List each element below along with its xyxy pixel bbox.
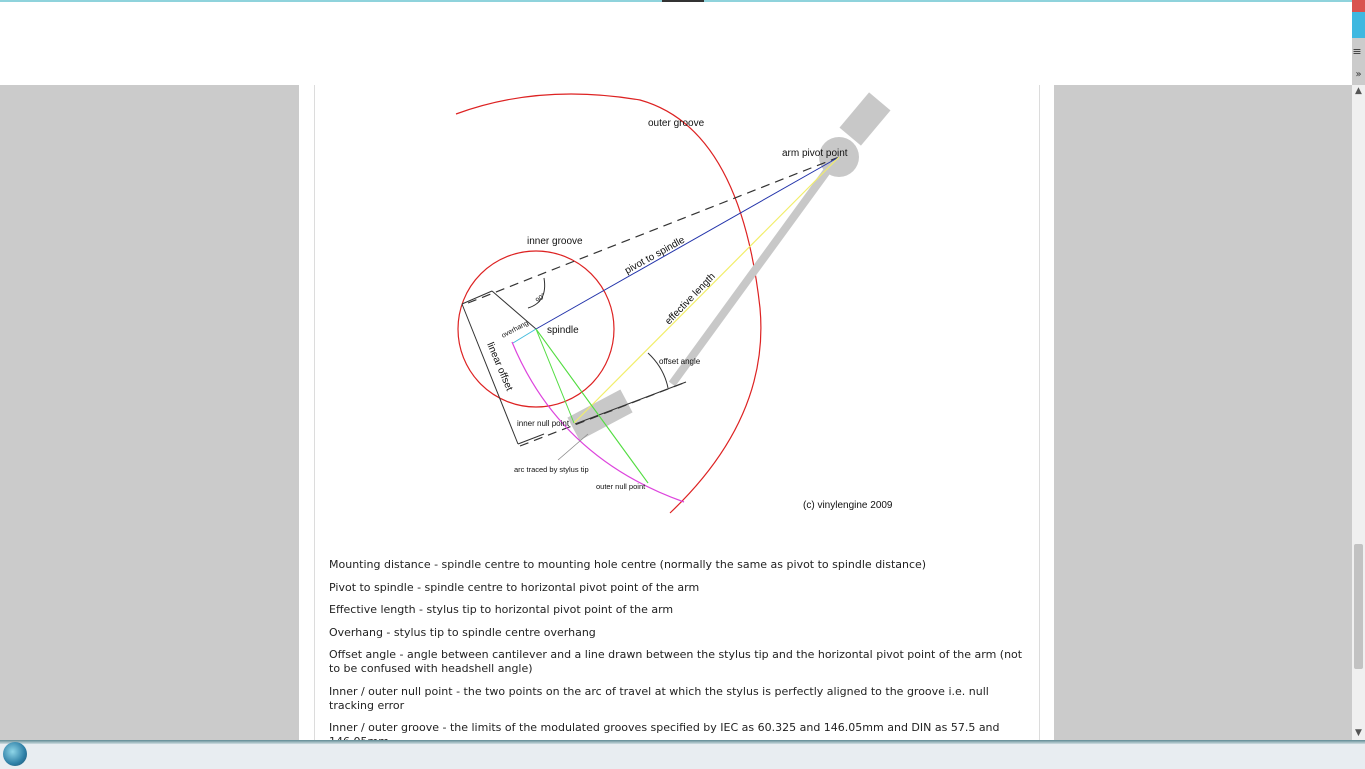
definition-mounting-distance: Mounting distance - spindle centre to mo…	[329, 558, 927, 571]
label-outer-null-point: outer null point	[596, 482, 646, 491]
scrollbar-thumb[interactable]	[1354, 544, 1363, 669]
label-pivot-to-spindle: pivot to spindle	[623, 234, 687, 276]
taskbar	[0, 740, 1365, 769]
scroll-down-icon[interactable]: ▼	[1355, 728, 1362, 738]
tonearm-geometry-diagram: outer groove arm pivot point inner groov…	[455, 92, 893, 514]
sidebar-toggle-button[interactable]	[1352, 12, 1365, 38]
content-right-rule	[1039, 85, 1040, 740]
definition-pivot-to-spindle: Pivot to spindle - spindle centre to hor…	[329, 580, 700, 594]
label-arm-pivot-point: arm pivot point	[782, 148, 848, 159]
linear-offset-tick2	[517, 433, 545, 445]
label-linear-offset: linear offset	[484, 341, 514, 393]
taskbar-top-shade	[0, 740, 1365, 744]
definition-effective-length: Effective length - stylus tip to horizon…	[329, 603, 674, 616]
linear-offset-tick1	[461, 290, 493, 305]
start-button-icon[interactable]	[3, 742, 27, 766]
label-offset-angle: offset angle	[659, 357, 701, 366]
linear-offset-bracket	[461, 303, 519, 445]
definitions-list: Mounting distance - spindle centre to mo…	[329, 558, 1029, 758]
scroll-up-icon[interactable]: ▲	[1355, 86, 1362, 96]
right-angle-arc	[527, 277, 546, 309]
definition-null-point: Inner / outer null point - the two point…	[329, 684, 989, 712]
offset-angle-arc	[647, 352, 669, 389]
inner-null-line	[535, 328, 575, 424]
browser-toolbar	[0, 2, 1352, 85]
spindle-perp-line	[491, 290, 537, 330]
label-copyright: (c) vinylengine 2009	[803, 500, 893, 511]
arc-leader-line	[557, 433, 589, 461]
effective-length-line	[573, 156, 840, 424]
label-inner-groove: inner groove	[527, 236, 583, 247]
cantilever-line	[574, 381, 687, 425]
overhang-line	[512, 328, 537, 344]
definition-offset-angle: Offset angle - angle between cantilever …	[329, 648, 1023, 675]
window-top-marker	[662, 0, 704, 2]
inner-groove-circle	[457, 250, 615, 408]
label-arc-traced: arc traced by stylus tip	[514, 465, 589, 474]
label-overhang: overhang	[501, 320, 530, 340]
outer-groove-arc	[455, 93, 762, 514]
label-effective-length: effective length	[663, 271, 718, 327]
definition-overhang: Overhang - stylus tip to spindle centre …	[329, 625, 596, 639]
page-content	[299, 85, 1054, 740]
menu-icon[interactable]: ≡	[1352, 45, 1362, 58]
outer-null-cantilever	[535, 328, 649, 484]
label-outer-groove: outer groove	[648, 118, 705, 129]
arm-tube	[668, 153, 842, 387]
label-spindle: spindle	[547, 325, 579, 336]
label-inner-null-point: inner null point	[517, 419, 570, 428]
content-left-rule	[314, 85, 315, 740]
pivot-to-spindle-line	[535, 156, 840, 330]
close-button[interactable]	[1352, 0, 1365, 12]
arm-counterweight	[839, 92, 891, 146]
chevron-right-icon[interactable]: »	[1355, 69, 1362, 80]
stylus-arc	[511, 341, 685, 503]
label-90-degrees: 90°	[534, 291, 547, 304]
dashed-reference-line	[467, 156, 840, 304]
